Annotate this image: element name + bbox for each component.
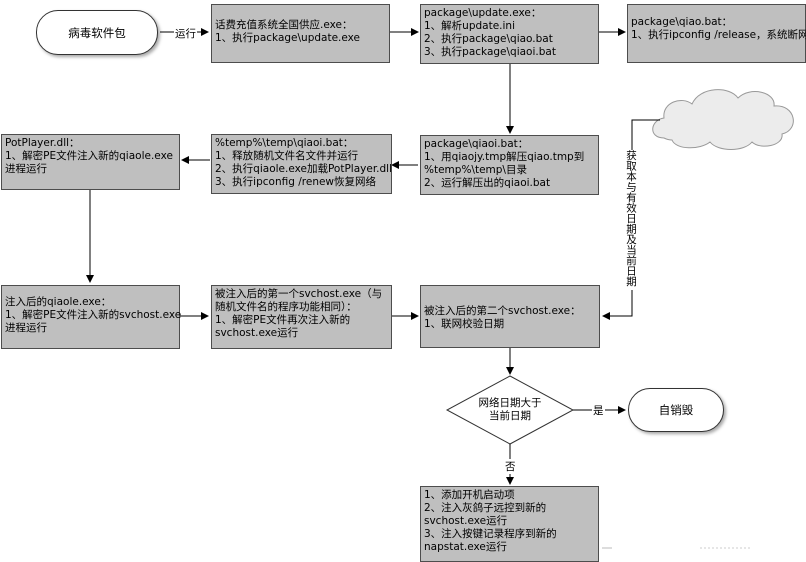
edge-label-fetch-date: 获取本与有效日期及当前日期 xyxy=(625,150,637,290)
box-line: 2、运行解压出的qiaoi.bat xyxy=(424,177,551,189)
box-line: 被注入后的第一个svchost.exe（与 xyxy=(215,288,383,300)
start-node-label: 病毒软件包 xyxy=(68,25,126,40)
box-first-svchost: 被注入后的第一个svchost.exe（与 随机文件名的程序功能相同）： 1、解… xyxy=(211,285,392,349)
edge-label-run: 运行 xyxy=(174,26,197,41)
box-line: package\qiao.bat： xyxy=(631,16,733,28)
box-qiao-bat: package\qiao.bat： 1、执行ipconfig /release，… xyxy=(627,4,806,63)
box-line: 被注入后的第二个svchost.exe： xyxy=(424,305,581,317)
decision-label: 网络日期大于 当前日期 xyxy=(470,397,550,423)
edge-label-no: 否 xyxy=(504,459,517,474)
box-line: 随机文件名的程序功能相同）： xyxy=(215,301,357,313)
end-node: 自销毁 xyxy=(628,388,724,432)
box-line: 1、解密PE文件注入新的svchost.exe xyxy=(5,309,182,321)
box-line: package\update.exe： xyxy=(424,7,542,19)
box-line: 进程运行 xyxy=(5,163,47,175)
cloud-icon xyxy=(652,89,794,150)
box-line: 1、添加开机启动项 xyxy=(424,489,515,501)
box-line: %temp%\temp\目录 xyxy=(424,164,527,176)
box-line: 3、执行package\qiaoi.bat xyxy=(424,46,556,58)
box-line: 2、执行package\qiao.bat xyxy=(424,33,553,45)
decision-line: 当前日期 xyxy=(489,410,531,422)
box-line: 2、注入灰鸽子远控到新的 xyxy=(424,502,547,514)
box-injected-qiaole: 注入后的qiaole.exe： 1、解密PE文件注入新的svchost.exe … xyxy=(1,285,182,349)
box-line: 1、执行package\update.exe xyxy=(215,32,361,44)
box-recharge-exe: 话费充值系统全国供应.exe： 1、执行package\update.exe xyxy=(211,4,390,63)
box-line: 2、执行qiaole.exe加载PotPlayer.dll xyxy=(215,163,393,175)
start-node: 病毒软件包 xyxy=(36,10,158,55)
box-line: 1、用qiaojy.tmp解压qiao.tmp到 xyxy=(424,151,585,163)
box-line: 进程运行 xyxy=(5,322,47,334)
box-line: 注入后的qiaole.exe： xyxy=(5,296,112,308)
box-line: svchost.exe运行 xyxy=(215,327,299,339)
box-line: 1、释放随机文件名文件并运行 xyxy=(215,150,359,162)
box-line: 1、解密PE文件注入新的qiaole.exe xyxy=(5,150,173,162)
box-line: 1、执行ipconfig /release，系统断网 xyxy=(631,29,806,41)
box-qiaoi-bat: package\qiaoi.bat： 1、用qiaojy.tmp解压qiao.t… xyxy=(420,135,599,195)
box-line: 1、联网校验日期 xyxy=(424,318,505,330)
box-line: 3、注入按键记录程序到新的 xyxy=(424,528,557,540)
box-final-actions: 1、添加开机启动项 2、注入灰鸽子远控到新的 svchost.exe运行 3、注… xyxy=(420,486,599,562)
box-line: 1、解密PE文件再次注入新的 xyxy=(215,314,351,326)
end-node-label: 自销毁 xyxy=(658,403,694,417)
box-temp-qiaoi-bat: %temp%\temp\qiaoi.bat： 1、释放随机文件名文件并运行 2、… xyxy=(211,134,392,194)
edge-label-yes: 是 xyxy=(592,403,605,418)
box-line: 1、解析update.ini xyxy=(424,20,516,32)
box-line: 3、执行ipconfig /renew恢复网络 xyxy=(215,176,377,188)
box-line: 话费充值系统全国供应.exe： xyxy=(215,19,353,31)
box-update-exe: package\update.exe： 1、解析update.ini 2、执行p… xyxy=(420,4,599,64)
box-line: %temp%\temp\qiaoi.bat： xyxy=(215,137,354,149)
box-line: napstat.exe运行 xyxy=(424,541,507,553)
box-second-svchost: 被注入后的第二个svchost.exe： 1、联网校验日期 xyxy=(420,285,600,348)
decision-line: 网络日期大于 xyxy=(478,397,542,409)
box-line: PotPlayer.dll： xyxy=(5,137,80,149)
box-line: svchost.exe运行 xyxy=(424,515,508,527)
box-line: package\qiaoi.bat： xyxy=(424,138,529,150)
box-potplayer-dll: PotPlayer.dll： 1、解密PE文件注入新的qiaole.exe 进程… xyxy=(1,134,180,190)
